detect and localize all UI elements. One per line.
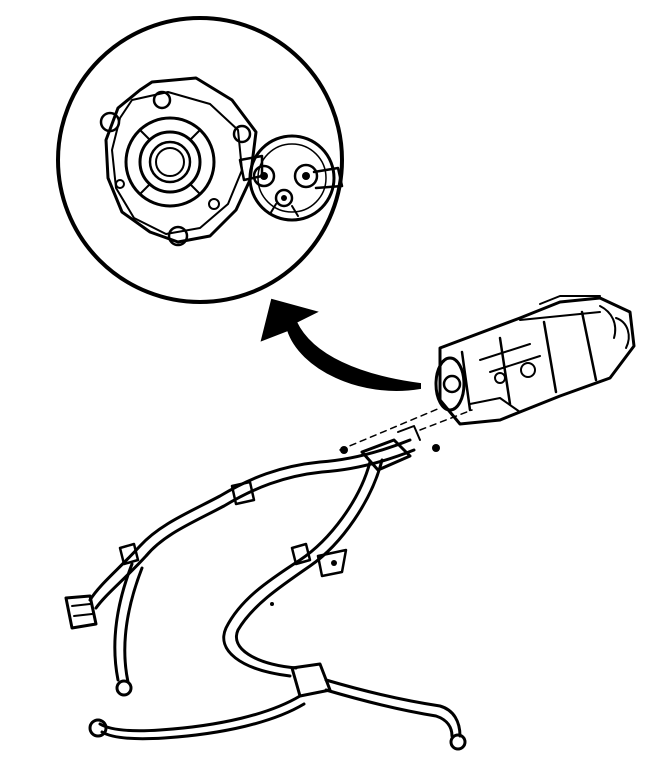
- detail-magnifier: [56, 16, 344, 304]
- alignment-lines: [339, 407, 473, 451]
- starter-motor: [434, 295, 636, 426]
- starter-mounting-flange: [99, 76, 258, 247]
- solenoid-terminals: [238, 134, 344, 222]
- wiring-harness: [64, 425, 467, 751]
- arrow-icon: [260, 298, 421, 391]
